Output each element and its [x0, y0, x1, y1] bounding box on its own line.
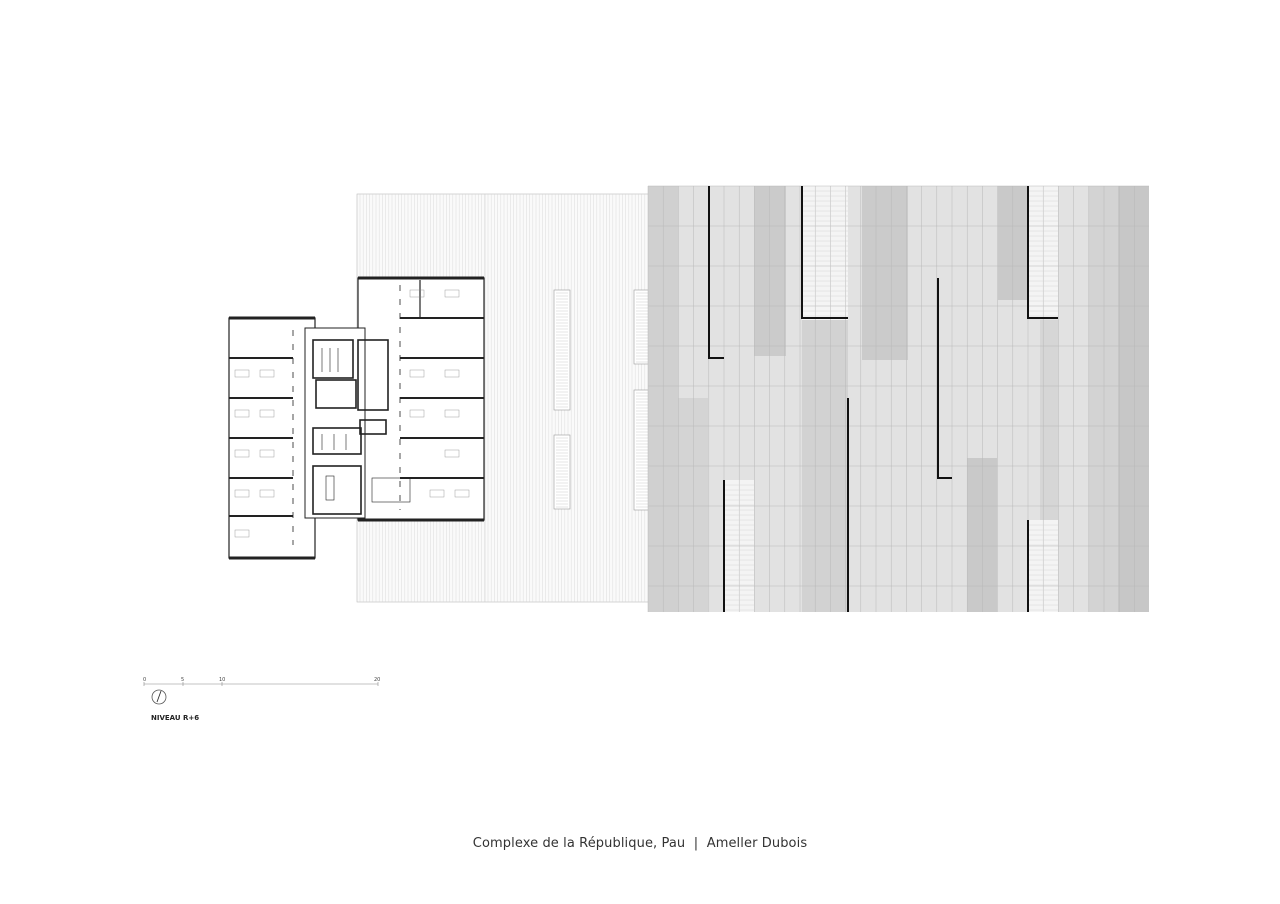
grid-roof-area	[647, 185, 1149, 612]
caption-separator: |	[693, 836, 699, 851]
scale-bar: 0 5 10 20	[143, 677, 380, 686]
skylight-vent	[553, 434, 571, 510]
north-arrow-icon	[151, 689, 167, 705]
floor-plan	[228, 276, 485, 560]
architect-name: Ameller Dubois	[706, 836, 808, 851]
scale-tick-label: 0	[143, 677, 146, 683]
project-title: Complexe de la République, Pau	[472, 836, 686, 851]
scale-tick-label: 5	[181, 677, 184, 683]
drawing-caption: Complexe de la République, Pau | Ameller…	[0, 836, 1280, 851]
level-label: NIVEAU R+6	[151, 714, 199, 722]
scale-tick-label: 20	[374, 677, 380, 683]
scale-tick-label: 10	[219, 677, 225, 683]
